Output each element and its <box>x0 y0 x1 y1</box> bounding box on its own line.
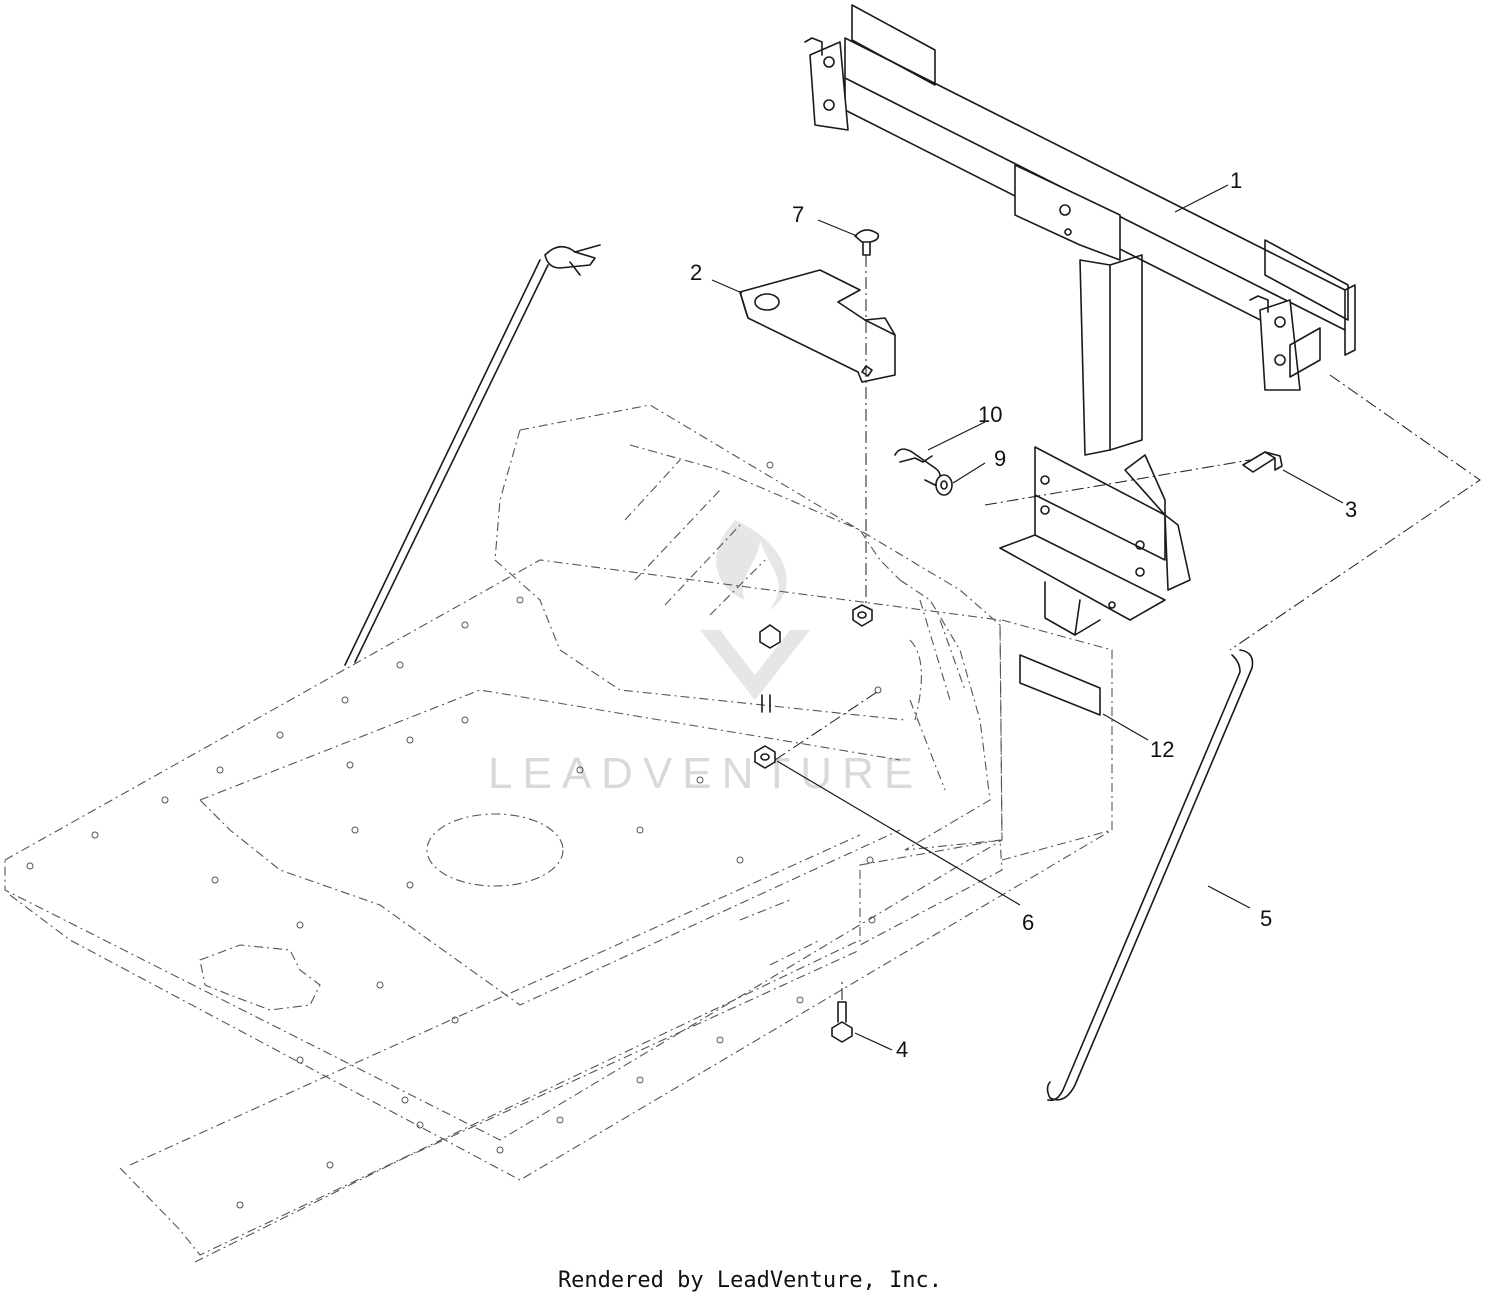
part-9-washer[interactable] <box>935 474 953 496</box>
callout-7: 7 <box>792 202 804 227</box>
part-10-hairpin-cotter[interactable] <box>894 448 941 486</box>
watermark-logo-icon <box>700 520 810 700</box>
part-3-bolt[interactable] <box>1242 451 1283 473</box>
part-2-bracket[interactable] <box>739 269 896 383</box>
part-7-carriage-bolt[interactable] <box>854 229 880 256</box>
callout-10: 10 <box>978 402 1002 427</box>
callout-12: 12 <box>1150 737 1174 762</box>
callout-5: 5 <box>1260 906 1272 931</box>
watermark: LEADVENTURE <box>488 520 923 798</box>
render-credit: Rendered by LeadVenture, Inc. <box>557 1268 943 1293</box>
callout-4: 4 <box>896 1037 908 1062</box>
assembly-centerlines <box>774 255 1481 1000</box>
part-4-bolt[interactable] <box>831 1001 853 1043</box>
callout-6: 6 <box>1022 910 1034 935</box>
watermark-text: LEADVENTURE <box>488 749 923 798</box>
callout-3: 3 <box>1345 497 1357 522</box>
part-1-hitch-frame[interactable] <box>804 4 1356 636</box>
leader-lines <box>711 184 1344 1051</box>
frame-studs <box>759 624 781 713</box>
mower-frame-phantom <box>4 404 1113 1263</box>
callout-9: 9 <box>994 446 1006 471</box>
part-12-decal[interactable] <box>1019 654 1101 716</box>
frame-holes <box>26 461 882 1209</box>
callout-1: 1 <box>1230 168 1242 193</box>
callout-labels: 1 2 3 4 5 6 7 9 10 12 <box>690 168 1357 1062</box>
part-5-rod[interactable] <box>344 244 1254 1102</box>
callout-2: 2 <box>690 260 702 285</box>
part-6-flange-nut[interactable] <box>754 604 873 769</box>
